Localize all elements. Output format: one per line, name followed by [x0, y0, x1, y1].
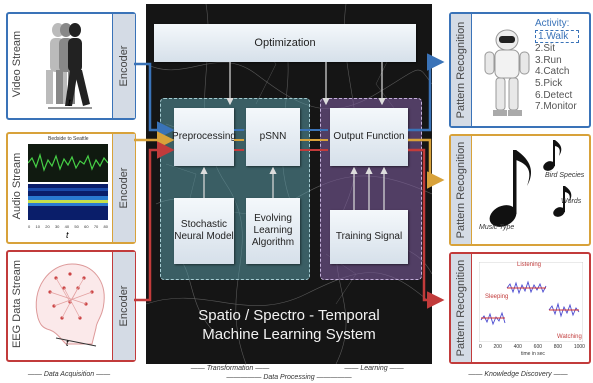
- knowledge-discovery-label: Knowledge Discovery: [484, 371, 552, 378]
- eeg-panel: EEG Data Stream t Encoder: [6, 250, 136, 362]
- data-processing-label: Data Processing: [263, 374, 315, 381]
- audio-encoder-strip: Encoder: [112, 134, 135, 242]
- tick: 80: [103, 224, 108, 229]
- activity-item: 3.Run: [535, 54, 562, 66]
- psnn-box: pSNN: [246, 108, 300, 166]
- tick: 40: [64, 224, 70, 229]
- flow-arrows: [200, 62, 388, 210]
- tick: 60: [84, 224, 89, 229]
- audio-spectrogram: [28, 144, 108, 220]
- eeg-pattern-strip: Pattern Recognition: [451, 254, 472, 362]
- audio-t-label: t: [66, 230, 69, 240]
- tick: 200: [493, 344, 502, 350]
- activity-panel: Pattern Recognition Activity: 1.Walk 2.S…: [449, 12, 591, 128]
- eeg-state-plot: [479, 262, 583, 342]
- activity-item: 6.Detect: [535, 89, 573, 101]
- words-label: Words: [561, 198, 582, 205]
- footer-knowledge-discovery: —— Knowledge Discovery ——: [468, 371, 568, 378]
- footer-data-processing: ————— Data Processing —————: [226, 374, 352, 381]
- music-notes-image: [489, 140, 572, 227]
- eeg-encoder-strip: Encoder: [112, 252, 135, 360]
- activity-title: Activity:: [535, 18, 570, 29]
- video-t-label: t: [68, 98, 71, 109]
- footer-transformation: —— Transformation ——: [190, 365, 270, 372]
- data-acquisition-label: Data Acquisition: [43, 371, 95, 378]
- output-function-box: Output Function: [330, 108, 408, 166]
- eeg-t-label: t: [66, 338, 69, 348]
- learning-label: Learning: [360, 365, 388, 372]
- eeg-x-axis-label: time in sec: [521, 351, 545, 357]
- tick: 20: [45, 224, 50, 229]
- walking-person-image: [46, 23, 92, 109]
- eeg-x-ticks: 0 200 400 600 800 1000: [479, 344, 585, 350]
- activity-item: 2.Sit: [535, 43, 556, 55]
- sleeping-label: Sleeping: [485, 294, 509, 300]
- audio-title: Bedside to Seattle: [48, 136, 89, 142]
- music-panel: Pattern Recognition Bird Species Words M…: [449, 134, 591, 246]
- tick: 0: [479, 344, 482, 350]
- music-pattern-label: Pattern Recognition: [455, 141, 467, 239]
- system-title: Spatio / Spectro - Temporal Machine Lear…: [198, 307, 380, 343]
- central-system-panel: Optimization Preprocessing pSNN Output F…: [146, 4, 432, 364]
- eeg-result-panel: Pattern Recognition Listening Sleeping W…: [449, 252, 591, 364]
- activity-item: 5.Pick: [535, 77, 563, 89]
- tick: 30: [54, 224, 60, 229]
- activity-pattern-label: Pattern Recognition: [455, 21, 467, 119]
- preprocessing-box: Preprocessing: [172, 108, 236, 166]
- tick: 0: [28, 224, 31, 229]
- tick: 800: [553, 344, 563, 350]
- tick: 400: [513, 344, 522, 350]
- activity-item: 7.Monitor: [535, 101, 577, 113]
- music-pattern-strip: Pattern Recognition: [451, 136, 472, 244]
- transformation-label: Transformation: [206, 365, 254, 372]
- watching-label: Watching: [557, 334, 582, 340]
- tick: 600: [533, 344, 543, 350]
- eeg-pattern-label: Pattern Recognition: [455, 259, 467, 357]
- activity-list: Activity: 1.Walk 2.Sit 3.Run 4.Catch 5.P…: [535, 18, 579, 113]
- activity-item-walk: 1.Walk: [535, 29, 579, 44]
- video-encoder-strip: Encoder: [112, 14, 135, 118]
- activity-item: 4.Catch: [535, 66, 570, 78]
- head-eeg-image: [35, 263, 105, 347]
- music-type-label: Music Type: [479, 224, 515, 231]
- bird-species-label: Bird Species: [545, 172, 585, 179]
- stochastic-neural-model-box: Stochastic Neural Model: [174, 198, 234, 264]
- tick: 50: [74, 224, 79, 229]
- tick: 1000: [573, 344, 585, 350]
- footer-data-acquisition: —— Data Acquisition ——: [27, 371, 111, 378]
- training-signal-box: Training Signal: [330, 210, 408, 264]
- evolving-learning-algorithm-box: Evolving Learning Algorithm: [246, 198, 300, 264]
- listening-label: Listening: [517, 262, 542, 268]
- footer-learning: —— Learning ——: [344, 365, 404, 372]
- tick: 70: [93, 224, 99, 229]
- robot-image: [484, 29, 530, 116]
- optimization-box: Optimization: [154, 24, 416, 62]
- audio-x-ticks: 0 10 20 30 40 50 60 70 80: [28, 224, 108, 229]
- activity-pattern-strip: Pattern Recognition: [451, 14, 472, 126]
- video-panel: Video Stream t Encoder: [6, 12, 136, 120]
- tick: 10: [35, 224, 40, 229]
